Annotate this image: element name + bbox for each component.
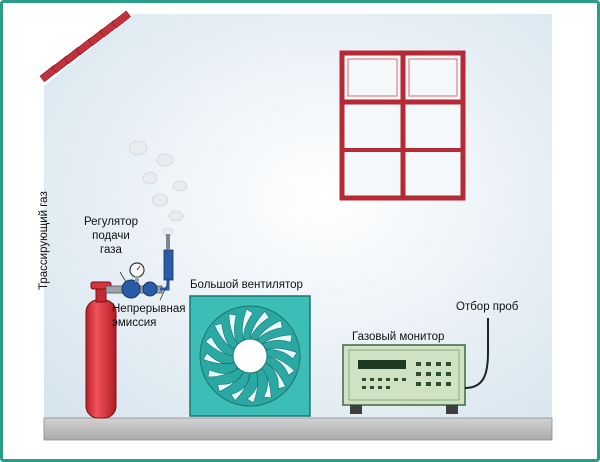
continuous-emission-label: Непрерывная эмиссия (112, 302, 185, 330)
regulator-label-line-1: Регулятор (83, 216, 139, 228)
fan-blade (264, 361, 286, 389)
fan-blade (265, 355, 296, 376)
gas-monitor-device (342, 344, 466, 414)
sampling-label: Отбор проб (456, 301, 519, 313)
fan-blade (261, 367, 272, 399)
roof-bricks (39, 10, 131, 83)
gas-cylinder (85, 281, 117, 419)
fan-blade (264, 348, 298, 360)
fan-blades (202, 308, 298, 404)
fan-hub (232, 338, 268, 374)
fan-blade (249, 310, 270, 341)
emission-smoke (128, 140, 188, 237)
regulator-label-line-2: подачи (92, 230, 130, 242)
fan-blade (214, 323, 236, 351)
fan-blade (207, 367, 239, 378)
fan-blade (255, 320, 283, 342)
fan-blade (228, 313, 239, 345)
fan-blade (217, 370, 245, 392)
fan-blade (261, 334, 293, 345)
fan-blade (204, 336, 235, 357)
gas-regulator (105, 234, 174, 299)
fan-blade (242, 308, 254, 342)
regulator-label-line-3: газа (100, 244, 122, 256)
continuous-emission-line-2: эмиссия (112, 317, 157, 329)
window (339, 50, 466, 201)
fan-blade (230, 371, 251, 402)
tracer-gas-label: Трассирующий газ (38, 191, 50, 290)
continuous-emission-line-1: Непрерывная (112, 303, 186, 315)
regulator-label: Регулятор подачи газа (72, 215, 150, 257)
big-fan-label: Большой вентилятор (190, 279, 303, 291)
emission-leader (159, 282, 169, 301)
regulator-leader (119, 271, 127, 283)
gas-monitor-label: Газовый монитор (352, 331, 445, 343)
floor (43, 417, 553, 441)
fan-blade (246, 370, 259, 404)
sampling-tube (464, 318, 489, 389)
fan-blade (202, 352, 236, 365)
